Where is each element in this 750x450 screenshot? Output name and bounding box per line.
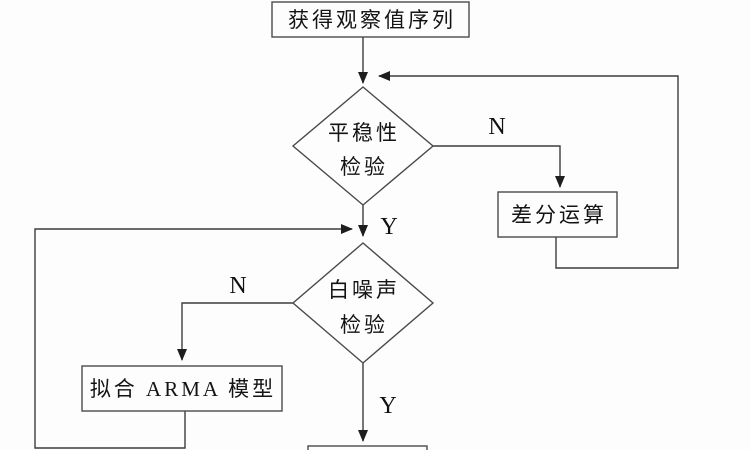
decision-diamond-white-noise-test [291,242,435,364]
arrow-difference-feedback-loop [378,71,679,269]
process-box-fit-arma-model [81,365,283,412]
arrow-whitenoise-no-to-arma [177,302,293,361]
edge-label-stationarity-yes: Y [380,214,397,240]
process-box-difference-operation [497,191,618,238]
process-label-fit-arma-model: 拟合 ARMA 模型 [90,377,276,401]
process-box-bottom-clipped [307,445,428,450]
arrow-arma-feedback-loop [34,224,353,449]
decision-label-stationarity-line1: 平稳性 [328,121,400,145]
edge-label-stationarity-no: N [488,114,505,140]
process-label-obtain-sequence: 获得观察值序列 [288,8,456,32]
process-box-obtain-sequence [271,1,470,38]
edge-label-white-noise-no: N [229,273,246,299]
edge-label-white-noise-yes: Y [379,393,396,419]
process-label-difference-operation: 差分运算 [511,203,607,227]
decision-diamond-stationarity-test [291,86,435,206]
decision-label-stationarity-line2: 检验 [340,155,388,179]
decision-label-white-noise-line1: 白噪声 [328,278,400,302]
arrow-stationarity-no-to-difference [433,145,565,188]
decision-label-white-noise-line2: 检验 [340,313,388,337]
